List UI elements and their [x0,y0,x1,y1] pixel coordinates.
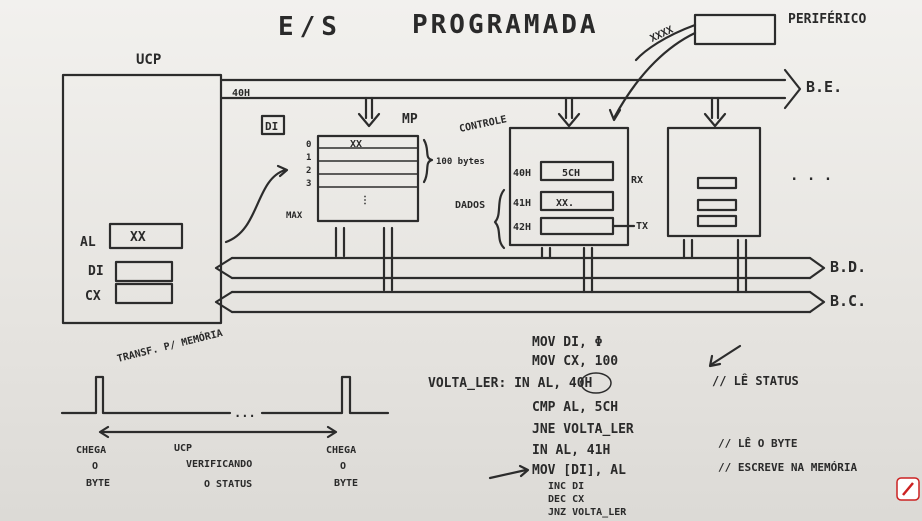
mp-label: MP [402,112,418,127]
port-42h-box [539,216,615,236]
mem-row-dots: ⋮ [360,195,370,206]
ucp-ver-2: VERIFICANDO [186,459,252,470]
mov-pointer-arrow [488,468,528,480]
rx-label: RX [631,175,643,186]
comment-status: // LÊ STATUS [712,373,799,388]
port-40h-value: 5CH [562,168,580,179]
addr-40h-label: 40H [232,88,250,99]
memory-block [316,134,420,223]
memory-rows [318,147,418,188]
channel-logo-mark [902,482,914,496]
chega-left-2: O [92,461,98,472]
comment-read-byte: // LÊ O BYTE [718,437,797,450]
port-40h-box [539,160,615,182]
code-line-6: IN AL, 41H [532,443,610,458]
reg-al-value: XX [130,230,146,245]
ucp-ver-1: UCP [174,443,192,454]
di-pointer-box [260,114,286,136]
chega-right-2: O [340,461,346,472]
ucp-ver-3: O STATUS [204,479,252,490]
di-pointer-label: DI [265,120,278,133]
mem-row-3: 3 [306,179,311,189]
io-module-2 [666,126,762,238]
code-line-9: DEC CX [548,494,584,505]
mp-addr-link [364,96,374,120]
bus-ctrl [230,290,812,314]
io2-data-link [682,238,694,260]
tx-label: TX [636,221,648,232]
mem-cell0-value: XX [350,139,362,150]
al-circle [580,372,612,394]
io2-reg-1 [696,176,738,190]
cpu-label: UCP [136,52,161,68]
peripheral-box [693,13,777,46]
reg-al-label: AL [80,235,96,250]
reg-al-box [108,222,184,250]
io-addr-link [564,96,574,120]
more-modules: . . . [790,168,832,184]
reg-cx-box [114,282,174,305]
transf-label: TRANSF. P/ MEMÓRIA [116,326,224,365]
bus-ctrl-label: B.C. [830,292,866,310]
mp-data-link [334,226,346,258]
data-brace [493,188,506,250]
io-module [508,126,630,247]
title: E/S [278,12,343,42]
timeline-left [60,375,232,415]
code-line-7: MOV [DI], AL [532,463,626,478]
chega-left-3: BYTE [86,478,110,489]
mp-ctrl-link [382,226,394,292]
mem-size-label: 100 bytes [436,157,485,167]
subtitle: PROGRAMADA [412,10,599,40]
reg-di-label: DI [88,264,104,279]
bus-data-label: B.D. [830,258,866,276]
bus-data [230,256,812,280]
io2-reg-3 [696,214,738,228]
status-arrow [710,344,742,366]
cpu-box [61,73,223,325]
data-label: DADOS [455,200,485,211]
chega-right-1: CHEGA [326,445,356,456]
chega-left-1: CHEGA [76,445,106,456]
io2-ctrl-link [736,238,748,294]
port-42h: 42H [513,222,531,233]
peripheral-label: PERIFÉRICO [788,11,866,27]
comment-write-mem: // ESCREVE NA MEMÓRIA [718,461,857,474]
port-41h-value: XX. [556,198,574,209]
code-line-5: JNE VOLTA_LER [532,422,634,437]
reg-di-box [114,260,174,283]
al-to-mem-arrow [224,168,287,244]
code-line-1: MOV DI, Φ [532,335,603,350]
mem-row-max: MAX [286,211,303,221]
port-41h: 41H [513,198,531,209]
timeline-dots: ... [234,406,256,420]
io-data-link [540,246,552,260]
ctrl-label: CONTROLE [458,114,507,135]
peripheral-arrow [612,31,697,120]
mem-row-0: 0 [306,140,311,150]
xxxx-label: XXXX [649,25,675,45]
chega-right-3: BYTE [334,478,358,489]
reg-cx-label: CX [85,289,101,304]
mem-row-2: 2 [306,166,311,176]
code-line-4: CMP AL, 5CH [532,400,618,415]
bus-addr [220,78,787,100]
code-line-10: JNZ VOLTA_LER [548,507,627,518]
bus-addr-label: B.E. [806,78,842,96]
mem-size-brace [422,138,434,184]
peripheral-arrow-2 [634,23,697,62]
port-40h: 40H [513,168,531,179]
mem-row-1: 1 [306,153,311,163]
port-41h-box [539,190,615,212]
timeline-right [260,375,390,415]
code-line-8: INC DI [548,481,584,492]
io2-reg-2 [696,198,738,212]
code-line-2: MOV CX, 100 [532,354,618,369]
io-ctrl-link [582,246,594,294]
code-line-3: VOLTA_LER: IN AL, 40H [428,376,592,391]
